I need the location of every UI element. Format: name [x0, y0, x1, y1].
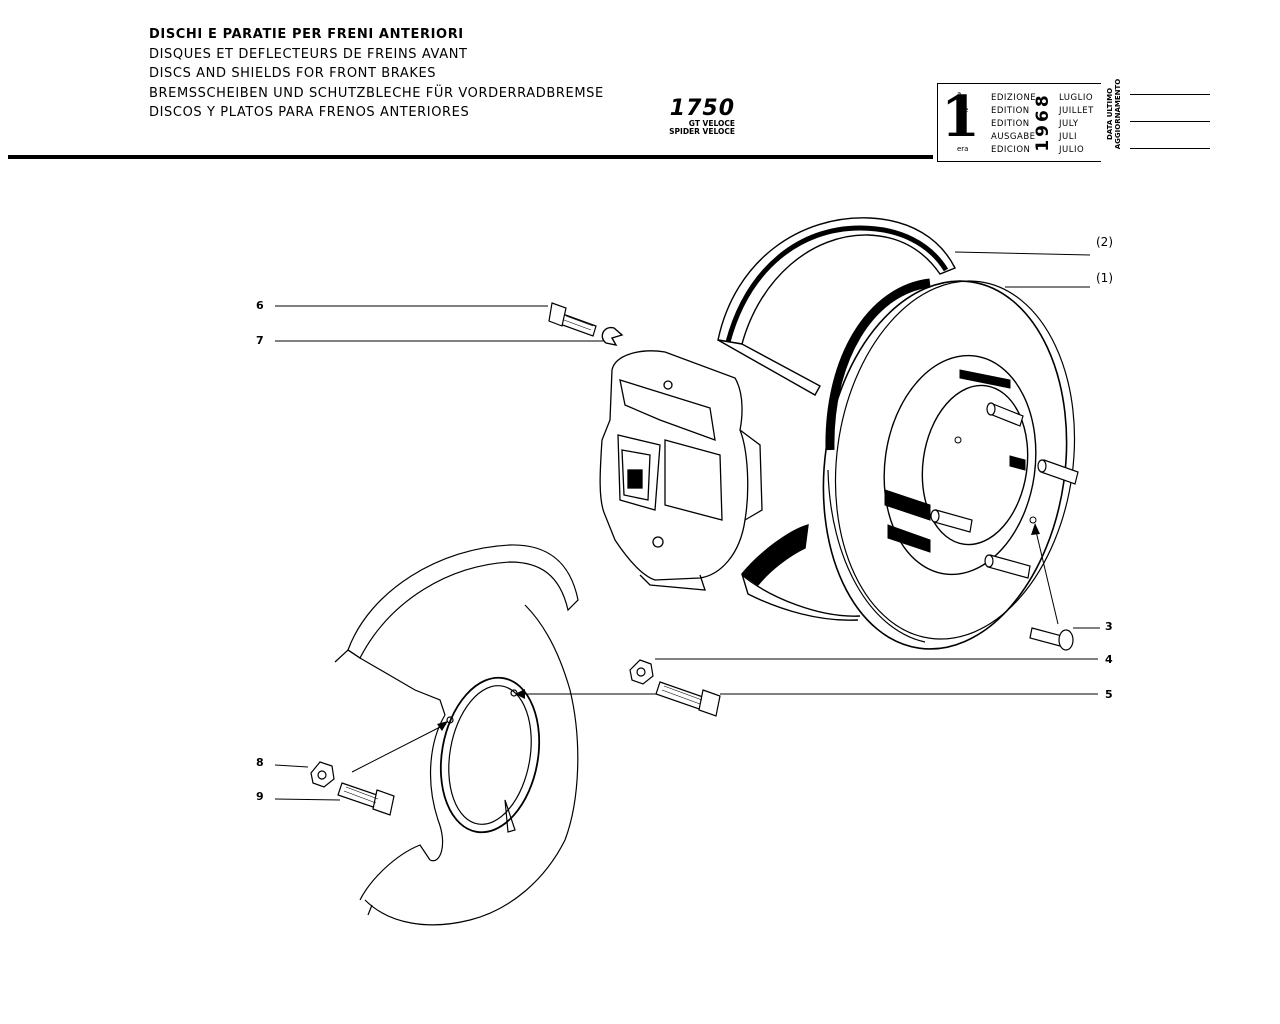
edition-suffix: a: [957, 90, 962, 98]
header-rule: [8, 155, 933, 159]
edition-month: JULIO: [1059, 145, 1085, 155]
edition-suffix: ere: [957, 106, 969, 114]
title-german: BREMSSCHEIBEN UND SCHUTZBLECHE FÜR VORDE…: [149, 85, 604, 101]
update-line: [1130, 94, 1210, 95]
edition-word: EDITION: [991, 106, 1030, 116]
update-line: [1130, 148, 1210, 149]
callout-4: 4: [1105, 653, 1113, 666]
nut-4: [629, 659, 654, 685]
upper-dust-shield: [717, 217, 956, 621]
callout-2: (2): [1096, 235, 1113, 249]
brake-disc: [822, 278, 1079, 650]
model-variant-spider: SPIDER VELOCE: [669, 127, 735, 136]
lower-dust-shield: [334, 544, 579, 926]
bolt-3: [1029, 627, 1074, 651]
bolt-5: [655, 681, 721, 717]
callout-7: 7: [256, 334, 264, 347]
callout-6: 6: [256, 299, 264, 312]
brake-caliper: [599, 350, 763, 591]
update-line: [1130, 121, 1210, 122]
edition-word: EDITION: [991, 119, 1030, 129]
bolt-6: [548, 302, 597, 337]
callout-3: 3: [1105, 620, 1113, 633]
model-variant-gt: GT VELOCE: [688, 119, 735, 128]
page-titles: DISCHI E PARATIE PER FRENI ANTERIORI DIS…: [149, 25, 604, 123]
leader-arrows: [437, 523, 1040, 731]
edition-suffix: .: [957, 130, 960, 138]
bolt-9: [337, 782, 395, 816]
callout-8: 8: [256, 756, 264, 769]
edition-month: LUGLIO: [1059, 93, 1094, 103]
edition-word: EDIZIONE: [991, 93, 1037, 103]
edition-month: JUILLET: [1059, 106, 1094, 116]
edition-number: 1: [941, 84, 980, 150]
edition-month: JULI: [1059, 132, 1077, 142]
edition-word: AUSGABE: [991, 132, 1036, 142]
edition-suffix: st: [957, 119, 964, 127]
model-badge: 1750 GT VELOCE SPIDER VELOCE: [655, 98, 735, 136]
title-french: DISQUES ET DEFLECTEURS DE FREINS AVANT: [149, 46, 468, 62]
edition-month: JULY: [1059, 119, 1079, 129]
washer-7: [601, 326, 624, 346]
nut-8: [310, 761, 335, 788]
title-english: DISCS AND SHIELDS FOR FRONT BRAKES: [149, 66, 437, 81]
callout-9: 9: [256, 790, 264, 803]
title-spanish: DISCOS Y PLATOS PARA FRENOS ANTERIORES: [149, 105, 470, 120]
model-number: 1750: [669, 96, 735, 121]
edition-word: EDICION: [991, 145, 1031, 155]
edition-suffix: era: [957, 145, 969, 153]
callout-1: (1): [1096, 271, 1113, 285]
callout-5: 5: [1105, 688, 1113, 701]
edition-box: 1 a ere st . era EDIZIONE EDITION EDITIO…: [937, 83, 1101, 162]
leader-lines: [274, 251, 1100, 801]
title-italian: DISCHI E PARATIE PER FRENI ANTERIORI: [149, 27, 464, 42]
